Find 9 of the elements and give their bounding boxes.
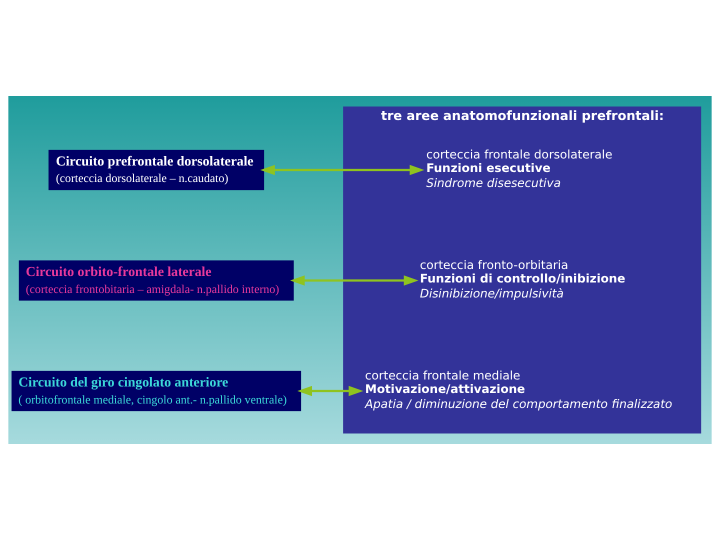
- node-text: corteccia fronto-orbitaria Funzioni di controllo/inibizione Disinibizione/impulsività: [420, 258, 626, 300]
- node-box: Circuito prefrontale dorsolaterale (corteccia dorsolaterale – n.caudato): [48, 150, 264, 190]
- arrow: [260, 164, 424, 176]
- arrow: [290, 275, 418, 286]
- node-text: corteccia frontale dorsolaterale Funzioni esecutive Sindrome disesecutiva: [426, 147, 612, 190]
- node-box: Circuito orbito-frontale laterale (corteccia frontobitaria – amigdala- n.pallido interno): [18, 260, 294, 301]
- arrow: [297, 386, 364, 396]
- node-text: corteccia frontale mediale Motivazione/attivazione Apatia / diminuzione del comportamento finalizzato: [365, 368, 672, 411]
- node-box: Circuito del giro cingolato anteriore ( orbitofrontale mediale, cingolo ant.- n.pallido ventrale): [12, 370, 302, 412]
